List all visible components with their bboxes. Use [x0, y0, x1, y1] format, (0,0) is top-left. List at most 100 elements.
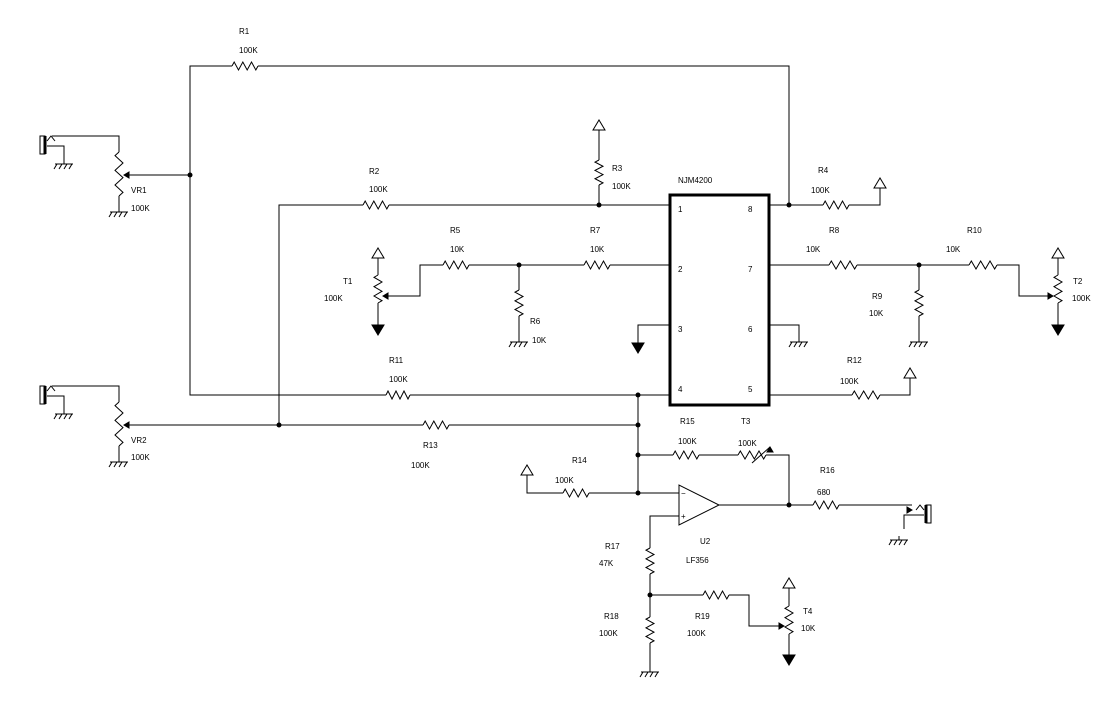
wire: [849, 188, 881, 206]
junction-dot: [647, 592, 653, 598]
t4-ground-arrow: [782, 654, 796, 666]
r3-ref: R3: [612, 164, 623, 173]
ground-hatch: [793, 341, 798, 348]
t2-wiper-arrow: [1047, 292, 1054, 300]
r11-value: 100K: [389, 375, 408, 384]
ground-hatch: [903, 539, 908, 546]
ground-hatch: [113, 211, 118, 218]
ground-hatch: [118, 461, 123, 468]
pin3-ground-arrow: [631, 342, 645, 354]
ground-hatch: [53, 163, 58, 170]
r15-resistor: [672, 449, 700, 461]
wire: [189, 175, 386, 396]
wire: [526, 475, 563, 494]
ground-hatch: [788, 341, 793, 348]
njm4200-pin-7: 7: [748, 265, 753, 274]
r12-value: 100K: [840, 377, 859, 386]
r12-resistor: [851, 390, 881, 400]
junction-dots: [187, 172, 922, 598]
r13-value: 100K: [411, 461, 430, 470]
t2-ref: T2: [1073, 277, 1083, 286]
r2-resistor: [362, 199, 390, 211]
junction-dot: [635, 452, 641, 458]
njm4200-pin-6: 6: [748, 325, 753, 334]
t3-value: 100K: [738, 439, 757, 448]
njm4200-pin-5: 5: [748, 385, 753, 394]
ground-hatch: [63, 163, 68, 170]
junction-dot: [516, 262, 522, 268]
njm4200-pin-3: 3: [678, 325, 683, 334]
r8-ref: R8: [829, 226, 840, 235]
r9-value: 10K: [869, 309, 884, 318]
t4-wiper-arrow: [778, 622, 785, 630]
t1-pot: [373, 274, 383, 304]
r2-ref: R2: [369, 167, 380, 176]
ground-hatch: [123, 211, 128, 218]
r1-ref: R1: [239, 27, 250, 36]
u2-minus-sign: −: [681, 489, 686, 498]
r18-resistor: [644, 616, 656, 644]
ground-hatch: [63, 413, 68, 420]
ground-hatch: [118, 211, 123, 218]
vr1-wiper-arrow: [123, 171, 130, 179]
vr2-ref: VR2: [131, 436, 147, 445]
jack-ground-lead: [903, 514, 924, 529]
ground-hatch: [58, 413, 63, 420]
jack-tip: [46, 385, 56, 392]
r10-ref: R10: [967, 226, 982, 235]
r12-ref: R12: [847, 356, 862, 365]
vr1-jack: [39, 135, 65, 160]
ground-hatch: [913, 341, 918, 348]
r2-value: 100K: [369, 185, 388, 194]
u2-part: LF356: [686, 556, 709, 565]
t3-adjust-arrow: [766, 446, 774, 453]
t3-trimmer: [737, 450, 767, 460]
t1-ground-arrow: [371, 324, 385, 336]
output-jack-arrow: [906, 506, 913, 514]
junction-dot: [596, 202, 602, 208]
t4-supply-arrow: [782, 577, 796, 589]
wire: [52, 135, 120, 152]
ground-hatch: [639, 671, 644, 678]
r1-value: 100K: [239, 46, 258, 55]
junction-dot: [635, 490, 641, 496]
wire: [880, 378, 911, 396]
vr1-pot: [114, 151, 124, 197]
t4-ref: T4: [803, 607, 813, 616]
ground-symbol: [508, 338, 528, 348]
r11-resistor: [385, 389, 411, 401]
vr1-ref: VR1: [131, 186, 147, 195]
ground-hatch: [803, 341, 808, 348]
r14-ref: R14: [572, 456, 587, 465]
ground-hatch: [654, 671, 659, 678]
r5-value: 10K: [450, 245, 465, 254]
r3-resistor: [593, 159, 605, 186]
ground-hatch: [113, 461, 118, 468]
r4-ref: R4: [818, 166, 829, 175]
ground-hatch: [523, 341, 528, 348]
r13-resistor: [422, 419, 450, 431]
ground-hatch: [68, 413, 73, 420]
junction-dot: [187, 172, 193, 178]
u2-opamp-body: [678, 484, 721, 526]
r17-resistor: [644, 547, 656, 575]
vr2-pot: [114, 401, 124, 447]
ground-symbol: [908, 338, 928, 348]
wire: [258, 65, 790, 205]
njm4200-body: [668, 193, 771, 407]
t3-ref: T3: [741, 417, 751, 426]
wire: [383, 264, 443, 297]
t2-value: 100K: [1072, 294, 1091, 303]
r7-ref: R7: [590, 226, 601, 235]
t1-ref: T1: [343, 277, 353, 286]
ground-hatch: [908, 341, 913, 348]
r15-ref: R15: [680, 417, 695, 426]
r3-supply-arrow: [592, 119, 606, 131]
ground-hatch: [798, 341, 803, 348]
ground-symbol: [639, 668, 659, 678]
r6-resistor: [513, 289, 525, 317]
junction-dot: [635, 392, 641, 398]
t2-supply-arrow: [1051, 247, 1065, 259]
r8-resistor: [828, 260, 858, 270]
